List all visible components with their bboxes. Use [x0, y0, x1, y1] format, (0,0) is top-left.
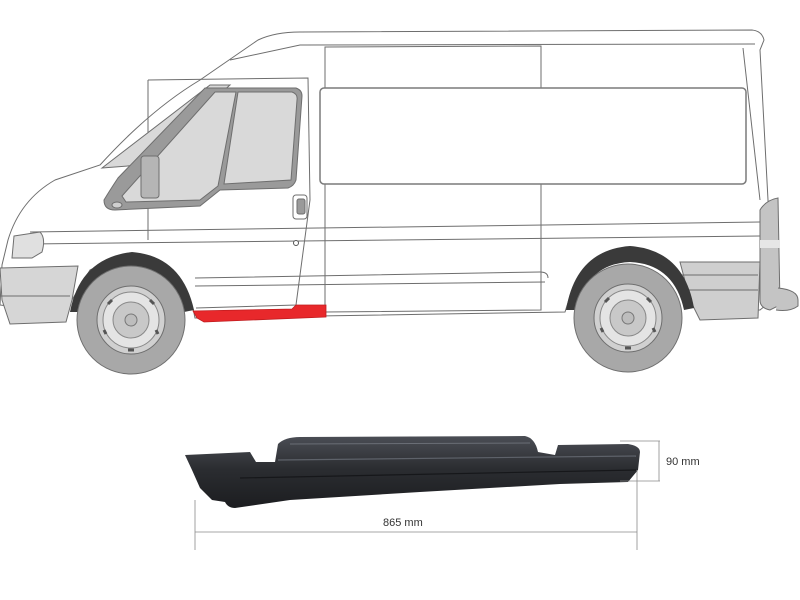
length-dimension-label: 865 mm	[383, 517, 423, 529]
length-dimension-line	[194, 470, 638, 550]
front-bumper	[0, 265, 79, 325]
rear-cab-window	[223, 91, 298, 185]
headlight	[11, 231, 45, 259]
sill-part	[185, 436, 640, 508]
van-side-illustration	[0, 29, 799, 375]
rear-bumper	[679, 261, 761, 321]
side-mirror	[140, 155, 160, 199]
highlighted-sill-panel	[192, 304, 327, 323]
side-window	[319, 87, 747, 185]
sill-part-photo	[185, 436, 660, 550]
rear-wheel-arch	[566, 246, 694, 310]
height-dimension-line	[620, 440, 660, 482]
front-door-outline	[147, 77, 311, 309]
front-wheel-arch	[70, 252, 194, 312]
front-wheel	[76, 265, 186, 375]
rear-wheel	[573, 263, 683, 373]
rear-light	[759, 197, 781, 311]
height-dimension-label: 90 mm	[666, 456, 700, 468]
sliding-door-outline	[324, 45, 542, 313]
